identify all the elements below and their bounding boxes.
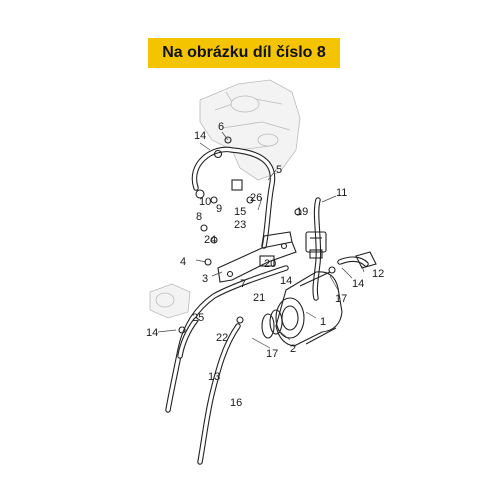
canister-1 — [275, 271, 343, 347]
hose-12 — [337, 256, 369, 267]
throttle-body-ghost — [149, 283, 191, 319]
label-10: 10 — [199, 196, 211, 208]
label-1: 1 — [320, 316, 326, 328]
label-14-left: 14 — [146, 327, 158, 339]
bracket-3 — [217, 231, 297, 283]
banner-text: Na obrázku díl číslo 8 — [162, 44, 326, 61]
label-11: 11 — [336, 187, 347, 199]
hose-13 — [165, 265, 289, 413]
label-3: 3 — [202, 273, 208, 285]
fittings — [178, 136, 336, 334]
label-16: 16 — [230, 397, 242, 409]
hose-11 — [312, 197, 322, 301]
label-21: 21 — [253, 292, 265, 304]
frame-ghost — [199, 79, 301, 181]
label-25: 25 — [192, 312, 204, 324]
label-6: 6 — [218, 121, 224, 133]
label-14-top: 14 — [194, 130, 206, 142]
clamps-2 — [261, 309, 283, 339]
label-7: 7 — [240, 278, 246, 290]
valve-19 — [305, 231, 327, 259]
label-9: 9 — [216, 203, 222, 215]
label-19: 19 — [296, 206, 308, 218]
label-24: 24 — [204, 234, 216, 246]
hose-25 — [177, 317, 199, 359]
hose-5 — [191, 146, 276, 249]
connector-12 — [355, 251, 377, 269]
label-13: 13 — [208, 371, 220, 383]
label-12: 12 — [372, 268, 384, 280]
label-20: 20 — [264, 258, 276, 270]
label-26: 26 — [250, 192, 262, 204]
label-14-right: 14 — [352, 278, 364, 290]
label-5: 5 — [276, 164, 282, 176]
hose-16 — [197, 323, 241, 465]
label-22: 22 — [216, 332, 228, 344]
label-15: 15 — [234, 206, 246, 218]
label-23: 23 — [234, 219, 246, 231]
label-14-mid: 14 — [280, 275, 292, 287]
part-number-banner: Na obrázku díl číslo 8 — [148, 38, 340, 68]
label-8: 8 — [196, 211, 202, 223]
label-2: 2 — [290, 343, 296, 355]
leader-lines — [157, 131, 365, 349]
label-17-bottom: 17 — [266, 348, 278, 360]
label-17-right: 17 — [335, 293, 347, 305]
label-4: 4 — [180, 256, 186, 268]
